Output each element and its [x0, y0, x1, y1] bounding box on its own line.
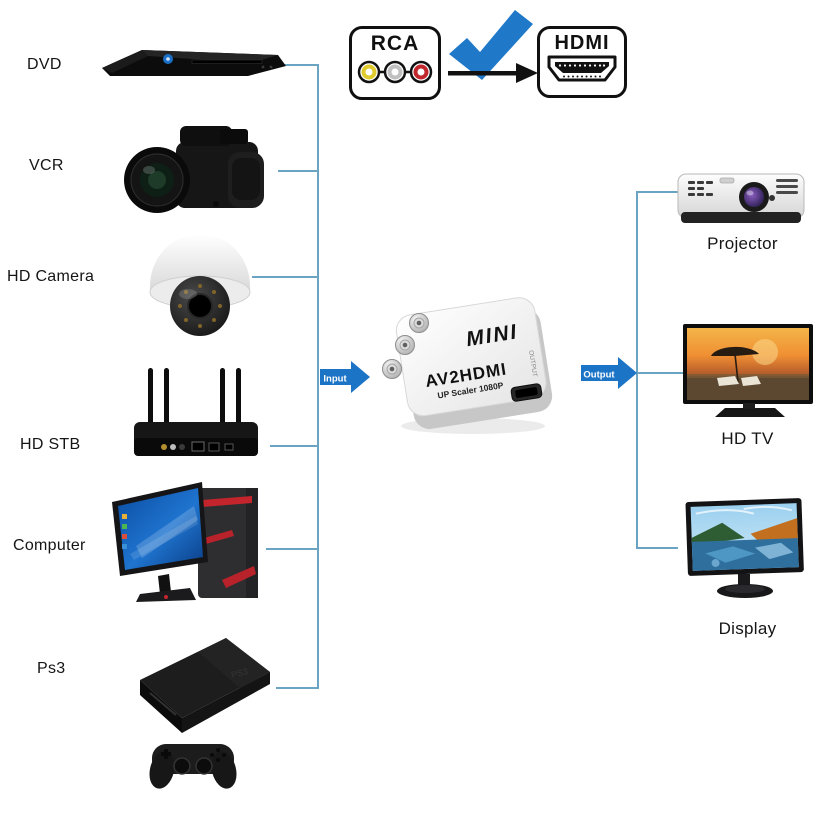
display-monitor-image — [685, 498, 804, 598]
wire-display — [638, 547, 678, 549]
converter-rca-jacks — [382, 313, 429, 379]
wire-dvd — [284, 64, 318, 66]
label-hd-camera: HD Camera — [7, 268, 95, 285]
wire-left-bus — [317, 64, 319, 689]
rca-connectors-icon — [357, 60, 433, 84]
hdmi-badge: HDMI — [537, 26, 627, 98]
wire-hd-tv — [638, 372, 685, 374]
output-arrow-label: Output — [583, 370, 615, 381]
wire-hd-stb — [270, 445, 318, 447]
converter-output-port-label: OUTPUT — [527, 350, 538, 378]
hd-stb-image — [134, 368, 258, 456]
converter-box-image: MINI AV2HDMI UP Scaler 1080P OUTPUT — [382, 297, 553, 434]
input-arrow: Input — [320, 361, 370, 393]
label-projector: Projector — [707, 234, 778, 253]
wire-projector — [638, 191, 680, 193]
wire-hd-camera — [252, 276, 318, 278]
conversion-arrow-icon — [448, 63, 538, 83]
label-computer: Computer — [13, 537, 86, 554]
input-arrow-label: Input — [323, 374, 347, 385]
label-vcr: VCR — [29, 157, 64, 174]
wire-computer — [266, 548, 318, 550]
hdmi-badge-label: HDMI — [554, 32, 610, 54]
rca-badge: RCA — [349, 26, 441, 100]
wire-ps3 — [276, 687, 318, 689]
label-display: Display — [718, 619, 777, 638]
output-arrow: Output — [581, 357, 637, 389]
hdmi-connector-icon — [547, 55, 617, 82]
hd-tv-image — [683, 324, 813, 417]
label-hd-tv: HD TV — [721, 429, 774, 448]
label-hd-stb: HD STB — [20, 436, 81, 453]
wire-vcr — [278, 170, 318, 172]
ps3-logo: PS3 — [230, 666, 249, 680]
dvd-player-image — [102, 50, 286, 76]
check-icon — [449, 10, 533, 80]
computer-image — [112, 482, 258, 602]
rca-badge-label: RCA — [370, 32, 420, 55]
ps3-image: PS3 — [140, 638, 270, 789]
wire-right-bus — [636, 191, 638, 549]
label-ps3: Ps3 — [37, 660, 66, 677]
label-dvd: DVD — [27, 56, 62, 73]
projector-image — [677, 173, 805, 223]
vcr-camcorder-image — [124, 126, 264, 213]
hd-camera-image — [149, 234, 251, 336]
